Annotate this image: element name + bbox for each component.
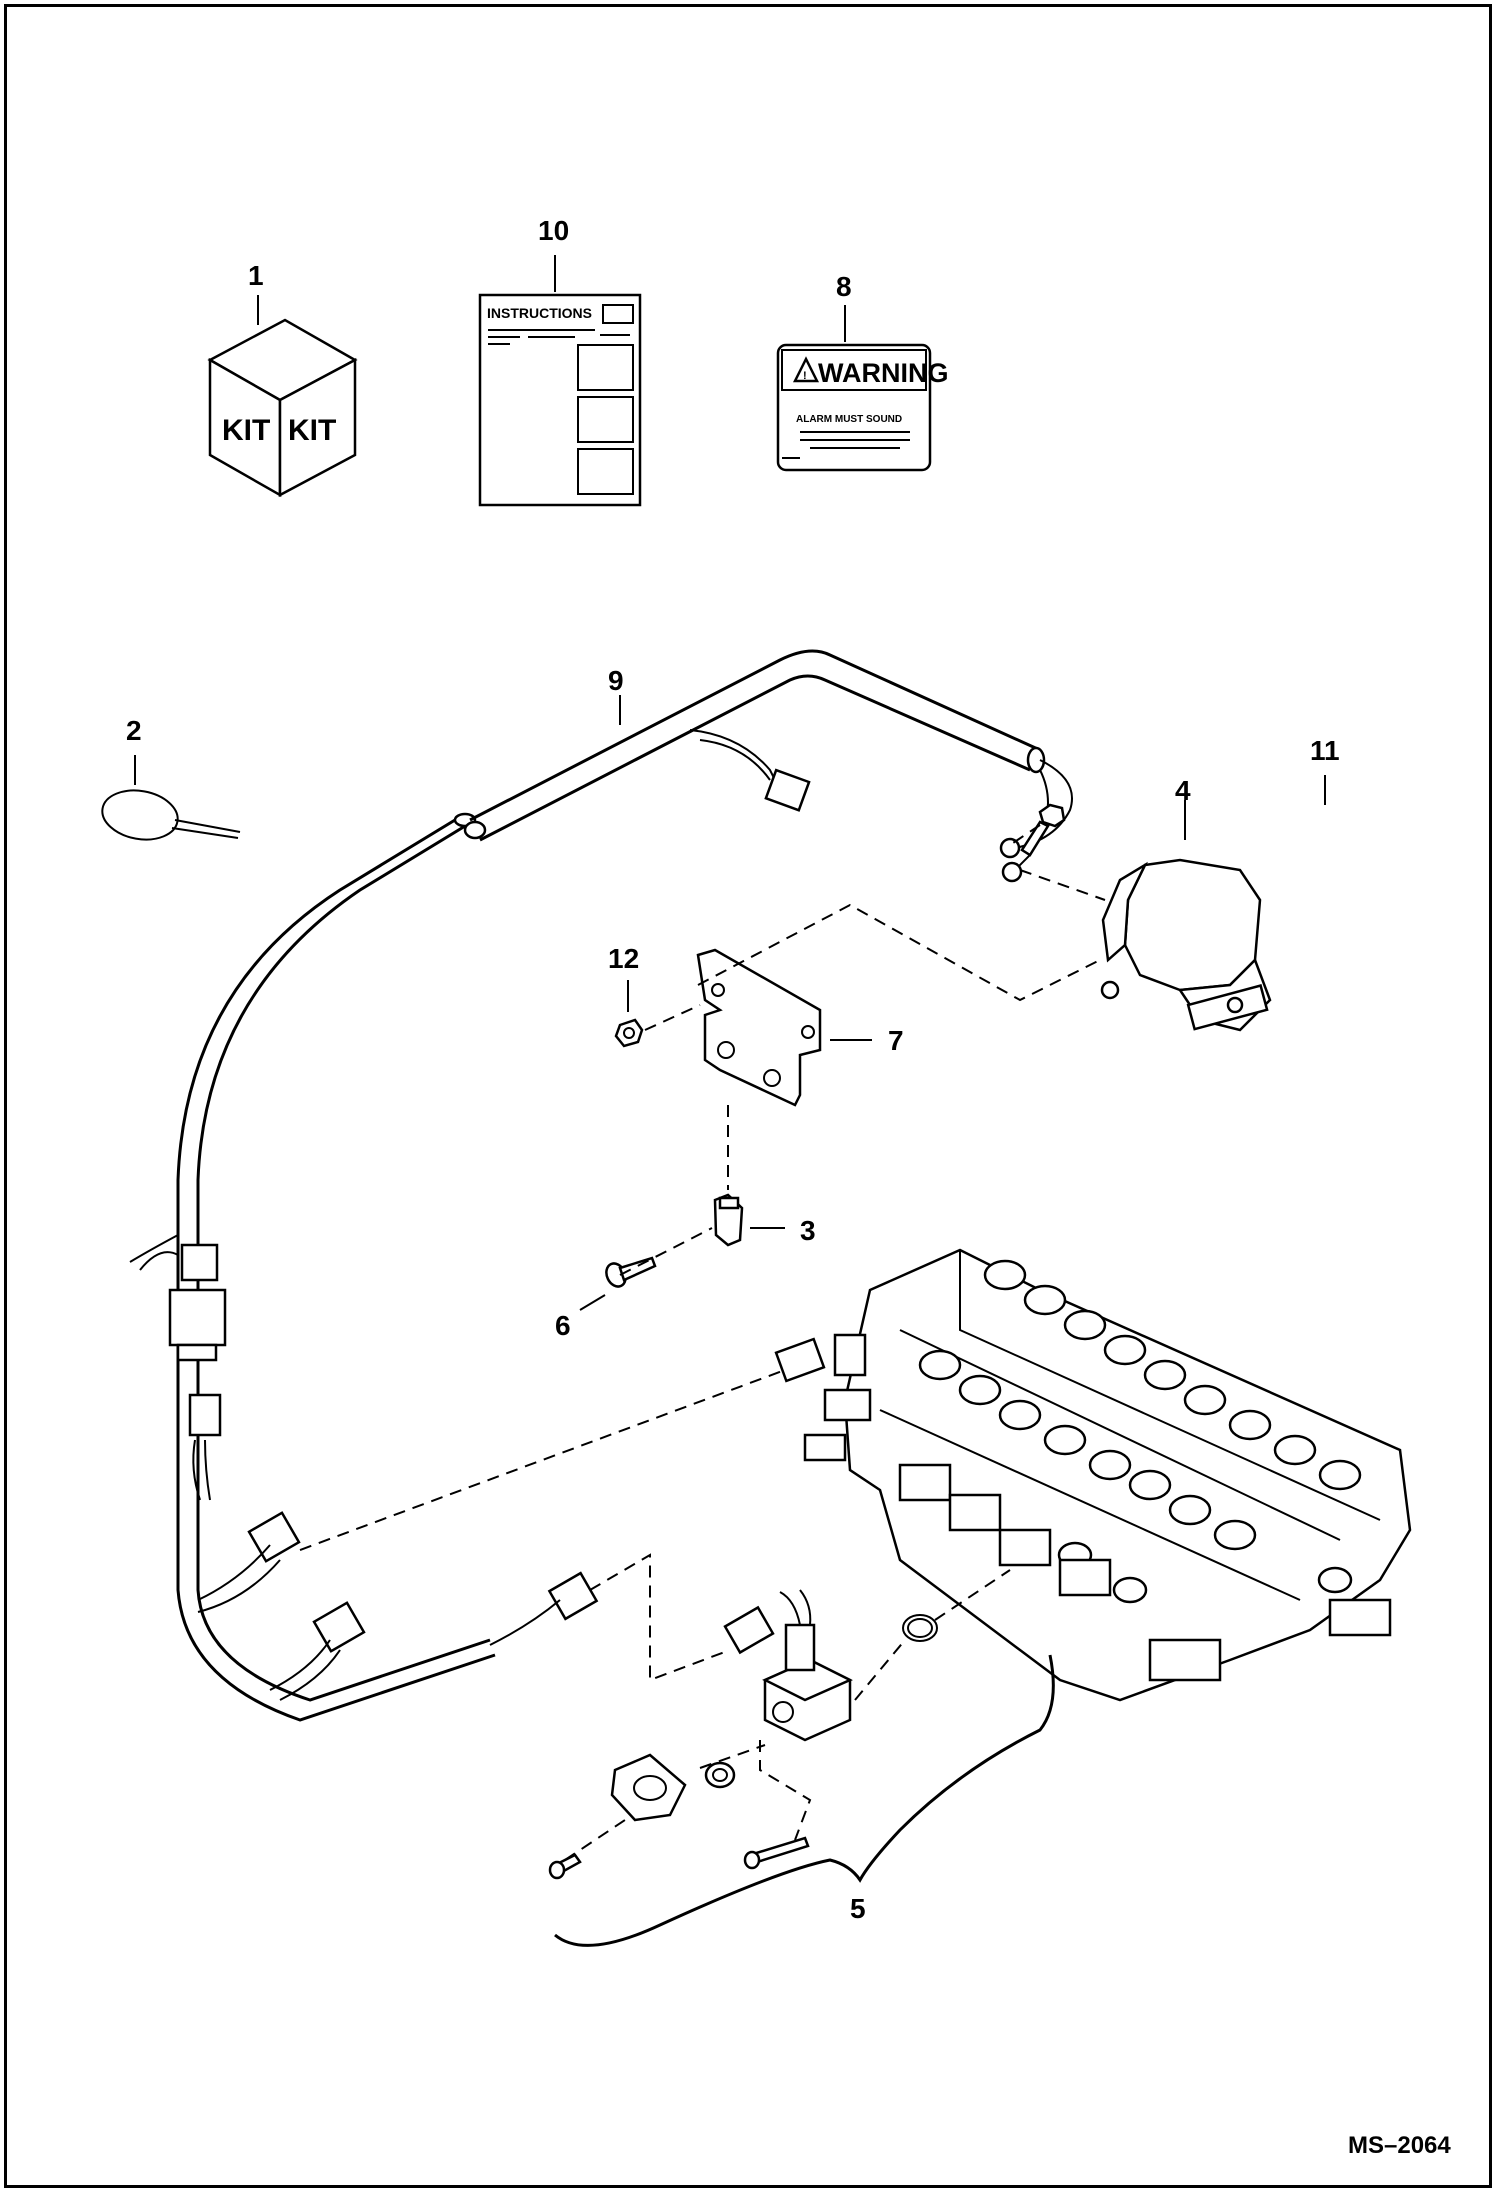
callout-11: 11 — [1310, 735, 1340, 766]
callout-2: 2 — [126, 715, 142, 746]
callout-5: 5 — [850, 1893, 866, 1924]
callout-6: 6 — [555, 1310, 571, 1341]
warning-decal: ! WARNING ALARM MUST SOUND — [776, 343, 949, 472]
callout-1: 1 — [248, 260, 264, 291]
solenoid-valve-assembly — [548, 1589, 938, 1880]
callout-8: 8 — [836, 271, 852, 302]
control-valve-bank — [774, 1248, 1412, 1702]
kit-label-right: KIT — [288, 414, 336, 447]
callout-7: 7 — [888, 1025, 904, 1056]
kit-label-left: KIT — [222, 414, 270, 447]
item-5-brace — [554, 1654, 1055, 1947]
warning-heading: WARNING — [818, 358, 949, 388]
nut-12 — [614, 1018, 644, 1048]
instructions-manual: INSTRUCTIONS — [478, 293, 642, 507]
warning-body: ALARM MUST SOUND — [796, 414, 902, 425]
callout-10: 10 — [538, 215, 569, 246]
mounting-bracket — [696, 948, 822, 1107]
kit-box: KIT KIT — [207, 318, 358, 498]
assembly-leader-lines — [299, 824, 1106, 1861]
wiring-harness — [129, 649, 1073, 1722]
instructions-heading: INSTRUCTIONS — [487, 305, 592, 321]
callout-9: 9 — [608, 665, 624, 696]
cable-tie — [101, 789, 241, 841]
warning-icon: ! — [803, 370, 807, 382]
callout-3: 3 — [800, 1215, 816, 1246]
backup-alarm — [1100, 858, 1272, 1032]
callout-12: 12 — [608, 943, 639, 974]
bolt-11 — [1020, 803, 1066, 857]
drawing-number: MS–2064 — [1348, 2132, 1451, 2159]
clamp — [713, 1193, 744, 1247]
screw-6 — [605, 1256, 657, 1288]
callout-4: 4 — [1175, 775, 1191, 806]
